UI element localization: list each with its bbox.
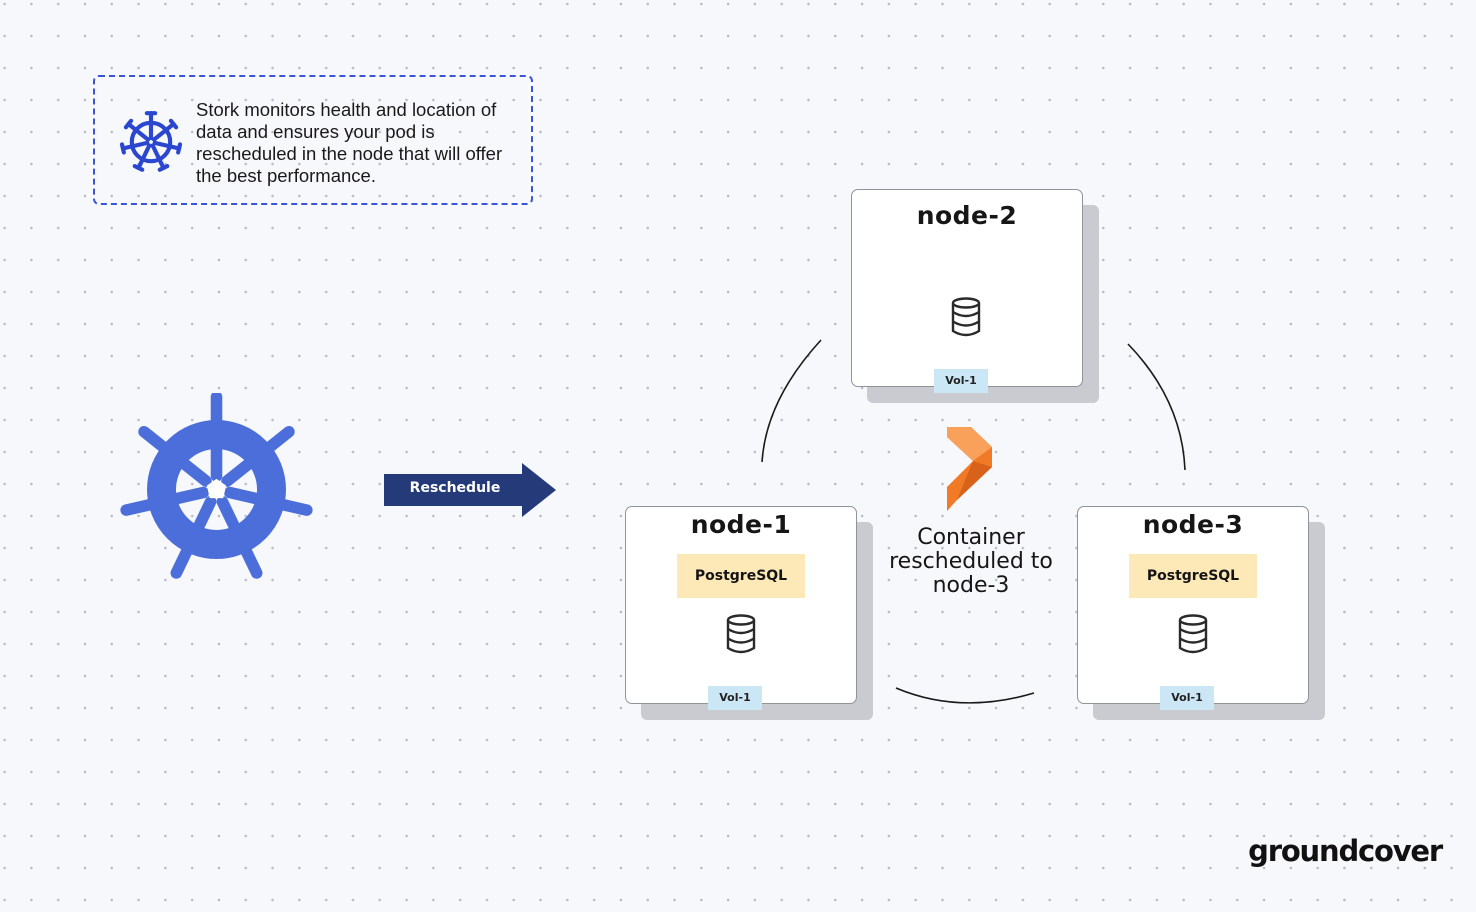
info-text: Stork monitors health and location of da… bbox=[196, 99, 503, 186]
info-callout: Stork monitors health and location of da… bbox=[93, 75, 533, 205]
database-icon bbox=[726, 614, 756, 654]
reschedule-arrow bbox=[384, 463, 556, 517]
volume-label: Vol-1 bbox=[708, 686, 762, 710]
kubernetes-logo bbox=[115, 393, 318, 586]
reschedule-label: Reschedule bbox=[409, 480, 501, 496]
volume-label: Vol-1 bbox=[934, 369, 988, 393]
node-3-card: node-3 PostgreSQL Vol-1 bbox=[1077, 506, 1325, 720]
card-body bbox=[851, 189, 1083, 387]
node-1-card: node-1 PostgreSQL Vol-1 bbox=[625, 506, 873, 720]
volume-label: Vol-1 bbox=[1160, 686, 1214, 710]
reschedule-caption: Container rescheduled to node-3 bbox=[889, 525, 1053, 598]
node-title: node-3 bbox=[1142, 510, 1244, 539]
node-title: node-1 bbox=[690, 510, 792, 539]
portworx-logo bbox=[947, 427, 992, 511]
groundcover-logo: groundcover bbox=[1248, 834, 1443, 868]
postgresql-label: PostgreSQL bbox=[1129, 554, 1257, 598]
kubernetes-wheel-icon bbox=[119, 111, 183, 174]
node-2-card: node-2 Vol-1 bbox=[851, 189, 1099, 403]
card-body bbox=[625, 506, 857, 704]
database-icon bbox=[1178, 614, 1208, 654]
card-body bbox=[1077, 506, 1309, 704]
node-title: node-2 bbox=[916, 201, 1018, 230]
database-icon bbox=[951, 297, 981, 337]
postgresql-label: PostgreSQL bbox=[677, 554, 805, 598]
